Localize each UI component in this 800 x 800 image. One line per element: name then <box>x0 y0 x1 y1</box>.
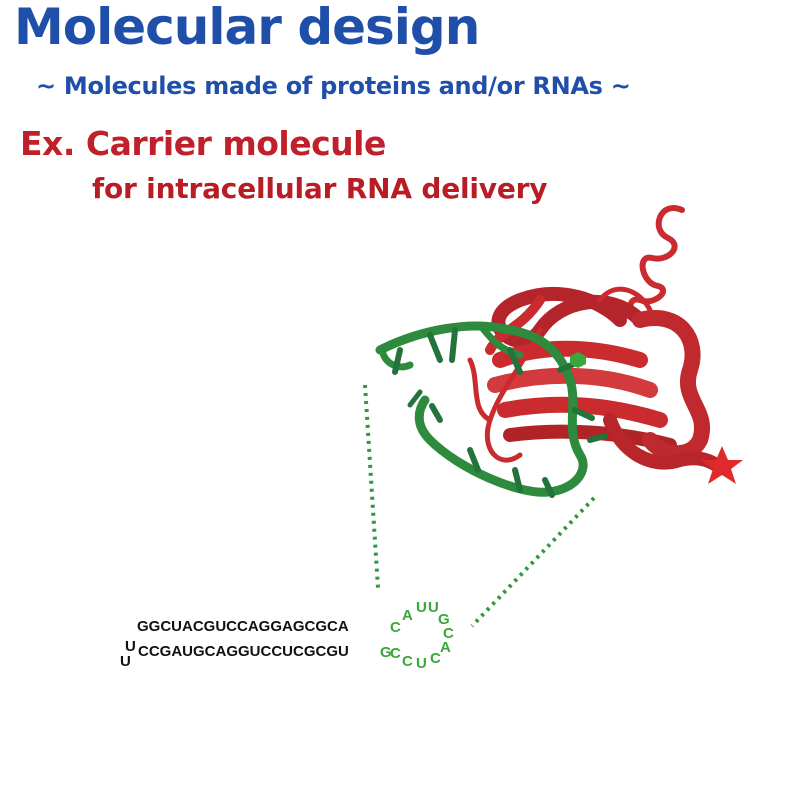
page-subtitle: ~ Molecules made of proteins and/or RNAs… <box>36 72 631 100</box>
example-heading: Ex. Carrier molecule <box>20 124 386 163</box>
loop-nucleotide: C <box>443 625 454 642</box>
loop-nucleotide: C <box>390 619 401 636</box>
loop-nucleotide: G <box>380 644 392 661</box>
star-icon <box>701 446 743 484</box>
rna-hairpin-base-2: U <box>120 653 131 670</box>
loop-nucleotide: U <box>416 655 427 672</box>
page-title: Molecular design <box>14 0 480 56</box>
loop-nucleotide: U <box>416 599 427 616</box>
rna-loop: C A U U G C A C U C C G <box>380 599 454 672</box>
rna-tube-icon <box>375 321 608 498</box>
loop-nucleotide: A <box>402 607 413 624</box>
loop-nucleotide: C <box>402 653 413 670</box>
protein-ribbon-icon <box>467 205 725 473</box>
loop-nucleotide: U <box>428 599 439 616</box>
example-subheading: for intracellular RNA delivery <box>92 172 548 205</box>
loop-nucleotide: G <box>438 611 450 628</box>
rna-strand-bottom: CCGAUGCAGGUCCUCGCGU <box>138 643 349 660</box>
guide-line-left <box>363 384 380 589</box>
loop-nucleotide: C <box>430 650 441 667</box>
rna-hairpin-base: U <box>125 638 136 655</box>
guide-line-right <box>470 496 596 628</box>
loop-nucleotide: A <box>440 639 451 656</box>
loop-nucleotide: C <box>390 645 401 662</box>
rna-strand-top: GGCUACGUCCAGGAGCGCA <box>137 618 349 635</box>
